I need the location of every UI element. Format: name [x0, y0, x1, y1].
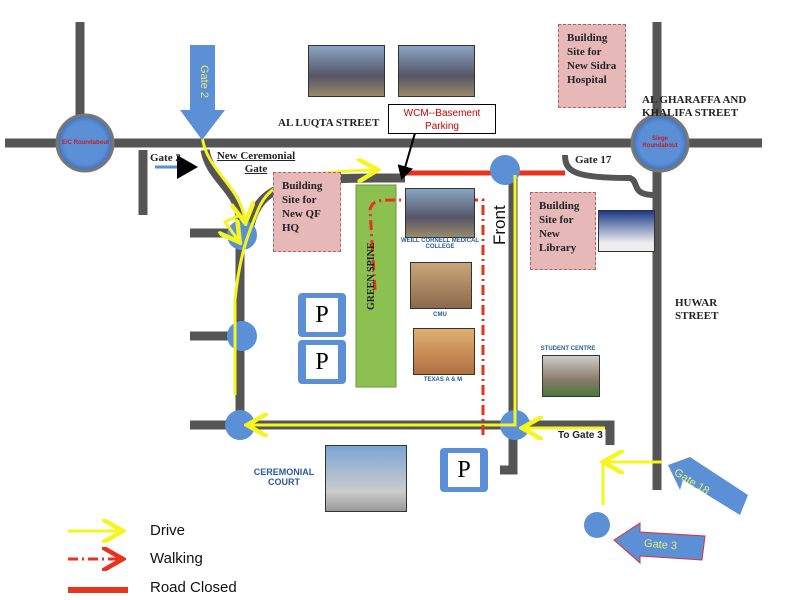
walking-routes: [368, 200, 485, 435]
parking-2-label: P: [306, 345, 338, 379]
ceremonial-court-caption: CEREMONIAL COURT: [253, 467, 315, 487]
photo-cmu: [410, 262, 472, 309]
parking-3: P: [440, 448, 488, 492]
photo-wcm: [405, 188, 475, 238]
wcm-caption: WEILL CORNELL MEDICAL COLLEGE: [400, 238, 480, 250]
student-centre-caption: STUDENT CENTRE: [540, 346, 596, 352]
photo-library: [598, 210, 655, 252]
al-luqta-street-label: AL LUQTA STREET: [278, 117, 380, 129]
photo-ceremonial-court: [325, 445, 407, 512]
legend-road-closed: Road Closed: [150, 579, 237, 596]
building-site-library: Building Site for New Library: [530, 192, 596, 270]
legend-walking: Walking: [150, 550, 203, 567]
photo-tamu: [413, 328, 475, 375]
gate-17-label: Gate 17: [575, 154, 612, 166]
building-site-qf-hq: Building Site for New QF HQ: [273, 172, 341, 252]
wcm-basement-parking-callout: WCM--Basement Parking: [388, 104, 496, 134]
parking-3-label: P: [448, 453, 480, 487]
parking-1-label: P: [306, 298, 338, 332]
photo-campus-2: [398, 45, 475, 97]
parking-1: P: [298, 293, 346, 337]
front-label: Front: [490, 205, 509, 245]
building-site-sidra: Building Site for New Sidra Hospital: [558, 24, 626, 108]
photo-campus-1: [308, 45, 385, 97]
gate-2-side-label: Gate 2: [150, 152, 181, 164]
siege-roundabout-label: Siege Roundabout: [642, 136, 678, 149]
green-spine-label: GREEN SPINE: [366, 242, 377, 310]
al-gharaffa-street-label: AL GHARAFFA AND KHALIFA STREET: [642, 94, 747, 119]
legend-drive: Drive: [150, 522, 186, 539]
photo-student-centre: [542, 355, 600, 397]
new-ceremonial-gate-label: New Ceremonial Gate: [216, 150, 296, 175]
ec-roundabout-label: E/C Roundabout: [62, 140, 109, 146]
tamu-caption: TEXAS A & M: [423, 377, 463, 383]
legend-marks: [68, 531, 128, 593]
parking-2: P: [298, 340, 346, 384]
to-gate-3-label: To Gate 3: [558, 430, 603, 441]
huwar-street-label: HUWAR STREET: [675, 297, 719, 322]
gate-2-arrow-label: Gate 2: [198, 65, 210, 99]
cmu-caption: CMU: [433, 312, 447, 318]
gate-arrows: [155, 45, 748, 565]
